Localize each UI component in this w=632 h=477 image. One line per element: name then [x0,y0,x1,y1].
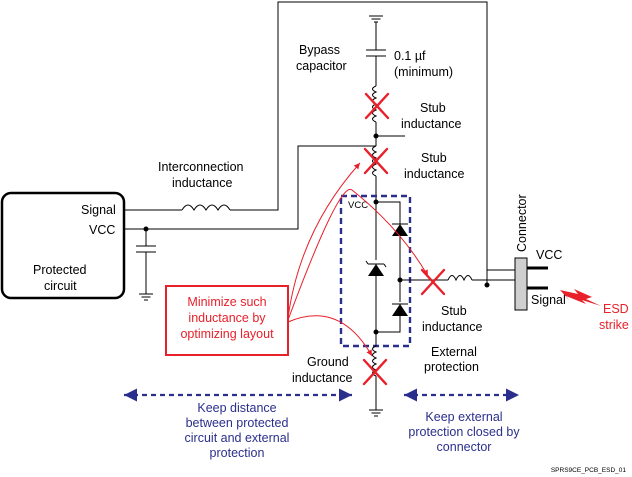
keep-external-label-1: Keep external [425,410,502,424]
vcc-small-label: VCC [348,200,368,211]
bypass-label-1: Bypass [299,43,340,57]
keep-distance-label-3: circuit and external [185,431,290,445]
diode-network [365,199,408,417]
external-label-1: External [431,345,477,359]
minimize-arrows [287,162,429,357]
x-mark-stub1 [364,92,390,120]
vcc-label-left: VCC [89,223,115,237]
connector [514,257,548,311]
keep-external-label-2: protection closed by [408,425,520,439]
external-label-2: protection [424,360,479,374]
ground-label-2: inductance [292,371,353,385]
minimize-label-3: optimizing layout [180,327,274,341]
ground-label-1: Ground [307,355,349,369]
stub2-label-1: Stub [421,151,447,165]
interconnect-label-1: Interconnection [158,160,244,174]
keep-distance-label-1: Keep distance [197,401,276,415]
stub3-label-2: inductance [422,320,483,334]
protected-circuit-label-1: Protected [33,263,87,277]
x-mark-stub2 [363,147,389,175]
minimize-label-1: Minimize such [187,295,266,309]
keep-external-label-3: connector [437,440,492,454]
stub1-label-1: Stub [420,101,446,115]
x-mark-ground [362,358,388,386]
x-mark-stub3 [420,268,446,296]
stub3-label-1: Stub [441,304,467,318]
protected-circuit-box [0,191,126,300]
cap-value-label-1: 0.1 µf [394,49,426,63]
bypass-label-2: capacitor [296,59,347,73]
stub2-label-2: inductance [404,167,465,181]
stub1-label-2: inductance [401,117,462,131]
esd-label-1: ESD [603,302,629,316]
minimize-label-2: inductance by [188,311,266,325]
signal-label-left: Signal [81,203,116,217]
minimize-note-box [165,285,289,356]
vcc-wire [124,145,376,301]
interconnect-label-2: inductance [172,176,233,190]
signal-wire [124,1,515,271]
bypass-capacitor [366,15,405,202]
keep-distance-label-4: protection [210,446,265,460]
vcc-connector-label: VCC [536,248,562,262]
esd-label-2: strike [599,318,629,332]
connector-label: Connector [515,194,529,252]
signal-protection-wire [400,270,515,288]
keep-distance-label-2: between protected [186,416,289,430]
lightning-icon [560,289,601,306]
figure-id: SPRS9CE_PCB_ESD_01 [551,467,627,474]
protected-circuit-label-2: circuit [44,279,77,293]
signal-connector-label: Signal [531,293,566,307]
cap-value-label-2: (minimum) [394,65,453,79]
